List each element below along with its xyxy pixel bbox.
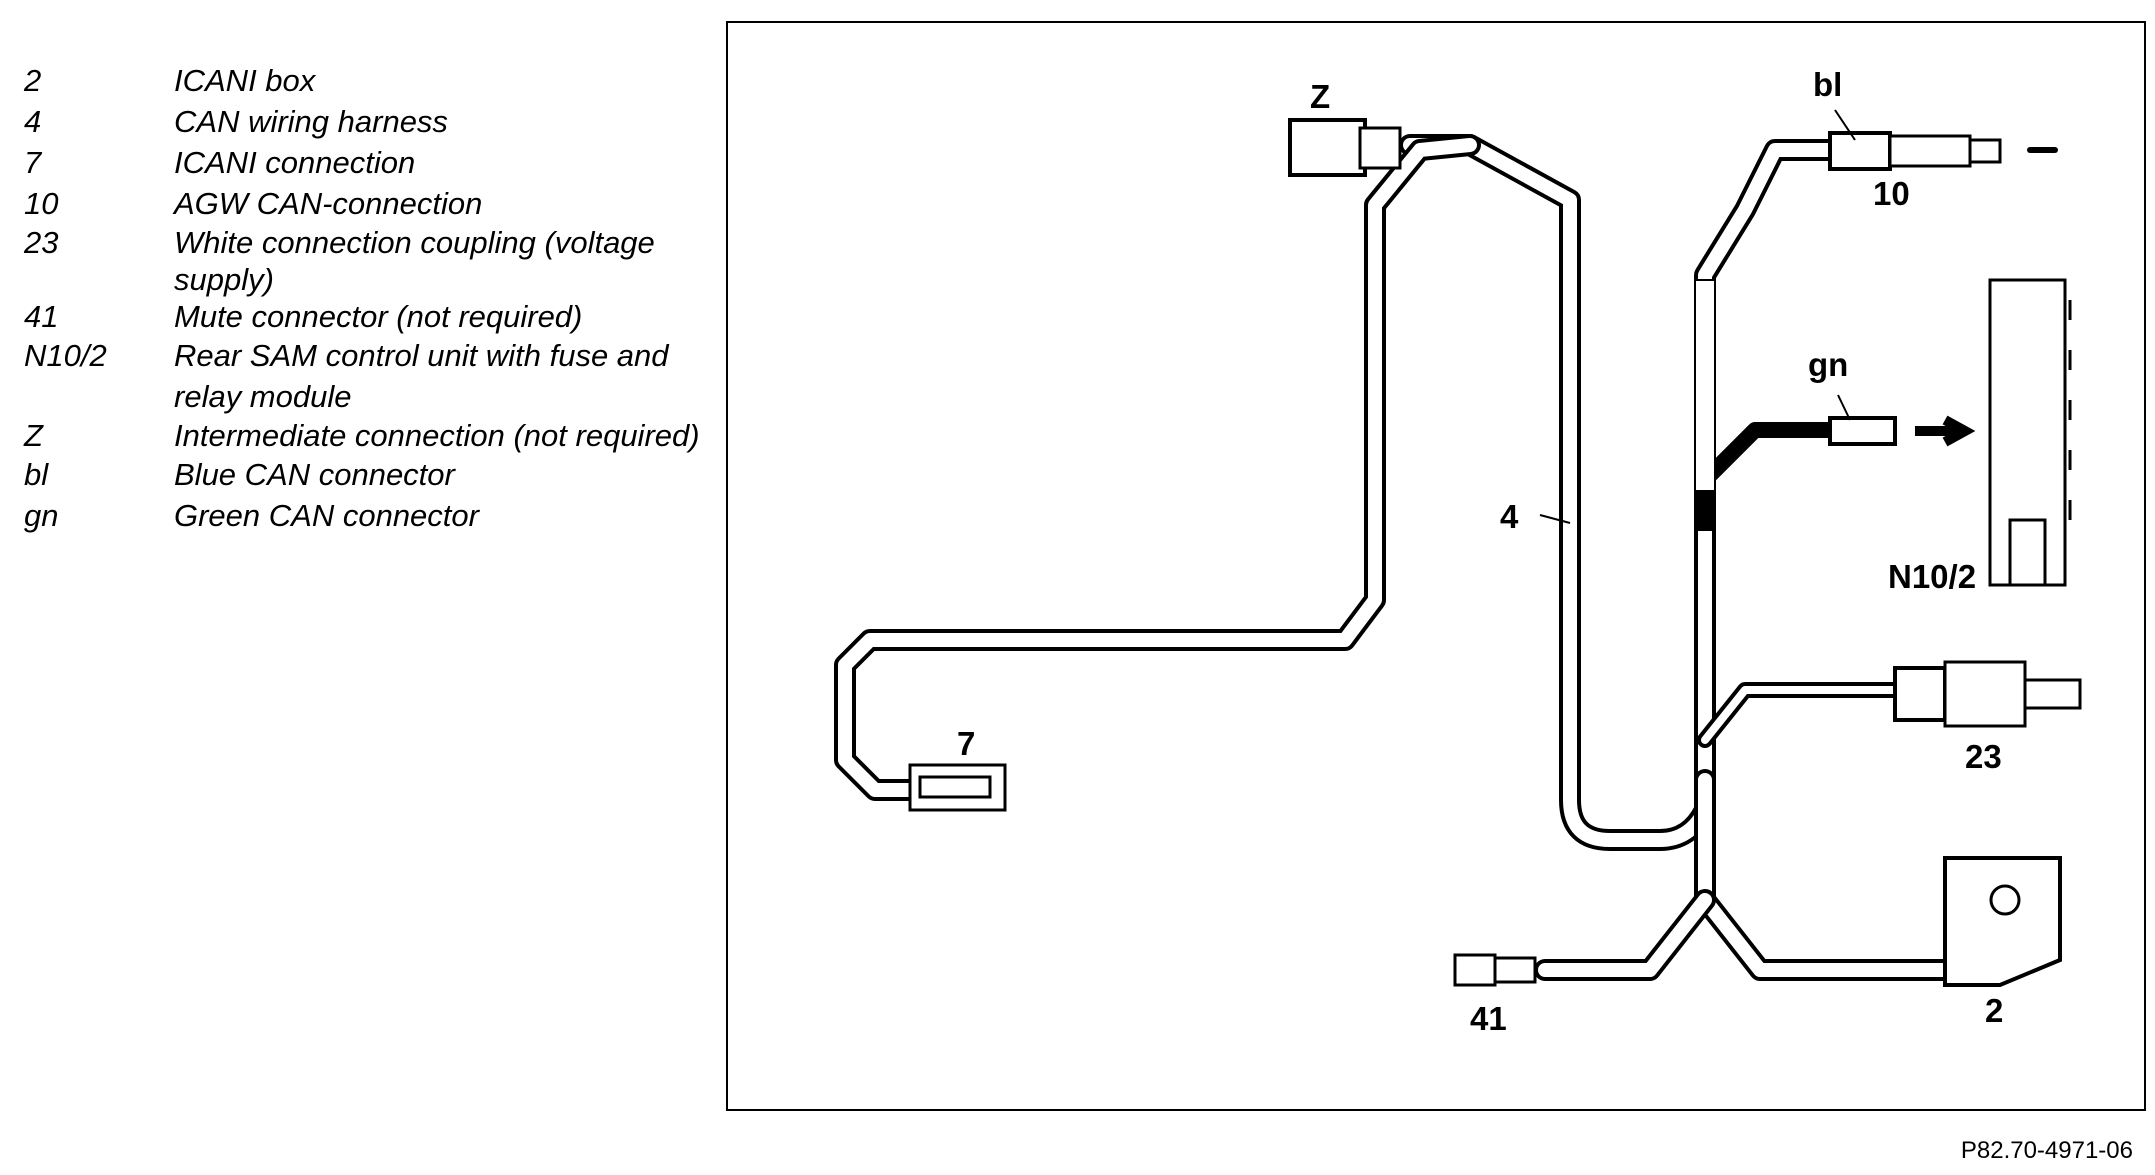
legend-code: bl xyxy=(24,457,49,492)
legend-desc: Intermediate connection (not required) xyxy=(174,418,700,453)
label-leader-4 xyxy=(1539,514,1571,524)
legend-code: 23 xyxy=(24,225,59,260)
legend-item: gn Green CAN connector xyxy=(24,495,704,536)
white-connection-coupling xyxy=(1893,660,2082,728)
rear-sam-control-unit xyxy=(1988,278,2072,587)
blue-can-connector xyxy=(1828,109,2002,171)
legend-desc: Rear SAM control unit with fuse and rela… xyxy=(174,338,669,414)
legend-item: 23 White connection coupling (voltage su… xyxy=(24,224,704,298)
mute-connector xyxy=(1453,953,1537,987)
label-7: 7 xyxy=(957,725,975,762)
legend-desc: ICANI box xyxy=(174,63,316,98)
legend: 2 ICANI box 4 CAN wiring harness 7 ICANI… xyxy=(24,60,704,536)
legend-desc: Green CAN connector xyxy=(174,498,479,533)
label-41: 41 xyxy=(1470,1000,1507,1037)
diagram-frame xyxy=(726,21,2146,1111)
can-wiring-harness xyxy=(834,134,2058,981)
legend-desc: AGW CAN-connection xyxy=(174,186,483,221)
legend-code: 7 xyxy=(24,145,42,180)
label-bl: bl xyxy=(1813,66,1842,103)
legend-code: gn xyxy=(24,498,59,533)
legend-desc: CAN wiring harness xyxy=(174,104,448,139)
label-23: 23 xyxy=(1965,738,2002,775)
label-2: 2 xyxy=(1985,992,2003,1029)
legend-item: bl Blue CAN connector xyxy=(24,454,704,495)
legend-desc: Mute connector (not required) xyxy=(174,299,583,334)
legend-item: Z Intermediate connection (not required) xyxy=(24,417,704,454)
legend-code: 41 xyxy=(24,299,59,334)
legend-code: Z xyxy=(24,418,43,453)
label-10: 10 xyxy=(1873,175,1910,212)
legend-item: N10/2 Rear SAM control unit with fuse an… xyxy=(24,335,704,417)
legend-code: 4 xyxy=(24,104,42,139)
label-n10-2: N10/2 xyxy=(1888,558,1976,595)
icani-connection-connector xyxy=(908,763,1007,812)
legend-item: 10 AGW CAN-connection xyxy=(24,183,704,224)
legend-item: 7 ICANI connection xyxy=(24,142,704,183)
label-z: Z xyxy=(1310,78,1330,115)
legend-code: 10 xyxy=(24,186,59,221)
legend-code: 2 xyxy=(24,63,42,98)
figure-reference: P82.70-4971-06 xyxy=(1960,1137,2133,1164)
legend-desc: ICANI connection xyxy=(174,145,416,180)
legend-code: N10/2 xyxy=(24,338,107,373)
green-can-connector xyxy=(1828,394,1976,447)
icani-box xyxy=(1943,856,2062,987)
harness-band xyxy=(1695,490,1715,530)
z-connector xyxy=(1288,118,1402,177)
legend-item: 41 Mute connector (not required) xyxy=(24,298,704,335)
label-gn: gn xyxy=(1808,346,1848,383)
legend-desc: Blue CAN connector xyxy=(174,457,455,492)
legend-item: 4 CAN wiring harness xyxy=(24,101,704,142)
legend-item: 2 ICANI box xyxy=(24,60,704,101)
label-4: 4 xyxy=(1500,498,1519,535)
legend-desc: White connection coupling (voltage suppl… xyxy=(174,225,655,297)
